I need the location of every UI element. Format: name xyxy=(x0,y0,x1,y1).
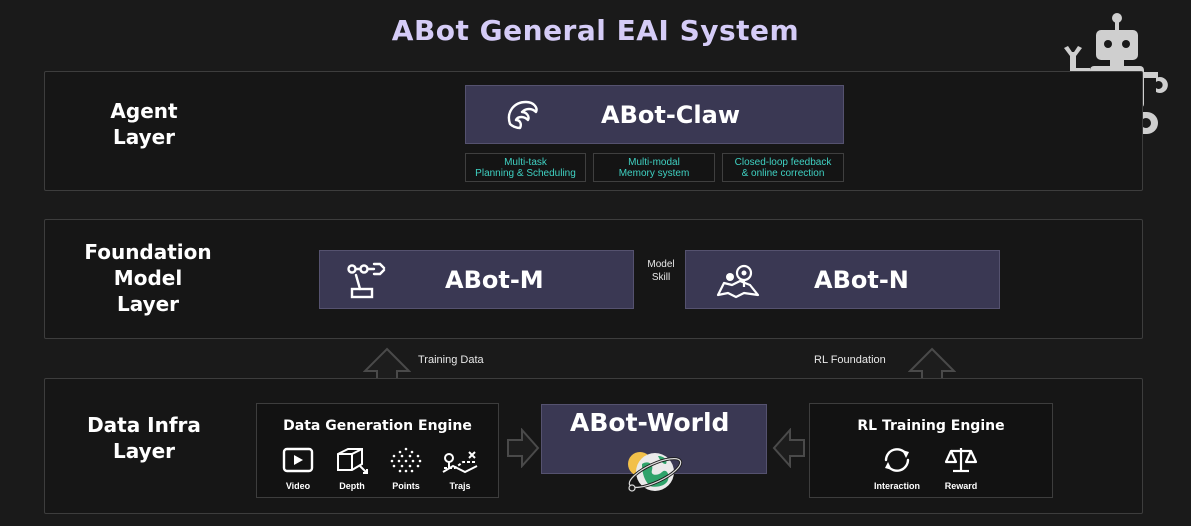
tool-video: Video xyxy=(273,446,323,491)
agent-layer-label: Agent Layer xyxy=(110,99,178,149)
reward-scale-icon xyxy=(944,448,978,473)
abot-world-label: ABot-World xyxy=(570,408,730,437)
points-label: Points xyxy=(392,481,420,491)
interaction-label: Interaction xyxy=(873,481,920,491)
abot-claw-label: ABot-Claw xyxy=(601,100,740,129)
feature-closed-loop: Closed-loop feedback & online correction xyxy=(722,153,844,182)
page-title: ABot General EAI System xyxy=(391,14,800,47)
foundation-layer-label: Foundation Model Layer xyxy=(84,240,212,316)
abot-m-box: ABot-M xyxy=(319,250,634,309)
map-pin-icon xyxy=(716,264,760,299)
tool-trajs: Trajs xyxy=(435,446,485,491)
trajectory-icon xyxy=(442,451,478,474)
abot-n-box: ABot-N xyxy=(685,250,1000,309)
training-data-label: Training Data xyxy=(418,354,484,366)
reward-label: Reward xyxy=(944,481,978,491)
trajs-label: Trajs xyxy=(449,481,471,491)
tool-interaction: Interaction xyxy=(870,446,924,491)
points-cloud-icon xyxy=(390,447,422,473)
feature-task-planning: Multi-task Planning & Scheduling xyxy=(465,153,586,182)
abot-m-label: ABot-M xyxy=(445,265,544,294)
world-globe-icon xyxy=(627,452,683,492)
rl-training-engine: RL Training Engine Interaction Reward xyxy=(809,403,1053,498)
video-label: Video xyxy=(285,481,311,491)
data-generation-engine: Data Generation Engine Video Depth xyxy=(256,403,499,498)
robot-arm-icon xyxy=(347,262,386,299)
tool-reward: Reward xyxy=(936,446,986,491)
data-infra-layer-label: Data Infra Layer xyxy=(87,413,201,463)
feature-memory-system: Multi-modal Memory system xyxy=(593,153,715,182)
arrow-right-into-world xyxy=(507,428,540,468)
interaction-cycle-icon xyxy=(884,448,910,472)
model-skill-label: Model Skill xyxy=(647,259,675,283)
rl-engine-title: RL Training Engine xyxy=(857,418,1005,434)
tool-depth: Depth xyxy=(327,446,377,491)
depth-cube-icon xyxy=(337,448,368,474)
abot-n-label: ABot-N xyxy=(814,265,909,294)
arrow-left-into-world xyxy=(772,428,805,468)
claw-logo-icon xyxy=(507,100,538,130)
abot-claw-box: ABot-Claw xyxy=(465,85,844,144)
depth-label: Depth xyxy=(339,481,365,491)
data-engine-title: Data Generation Engine xyxy=(283,418,472,434)
rl-foundation-label: RL Foundation xyxy=(814,354,886,366)
tool-points: Points xyxy=(381,446,431,491)
video-icon xyxy=(282,447,314,473)
